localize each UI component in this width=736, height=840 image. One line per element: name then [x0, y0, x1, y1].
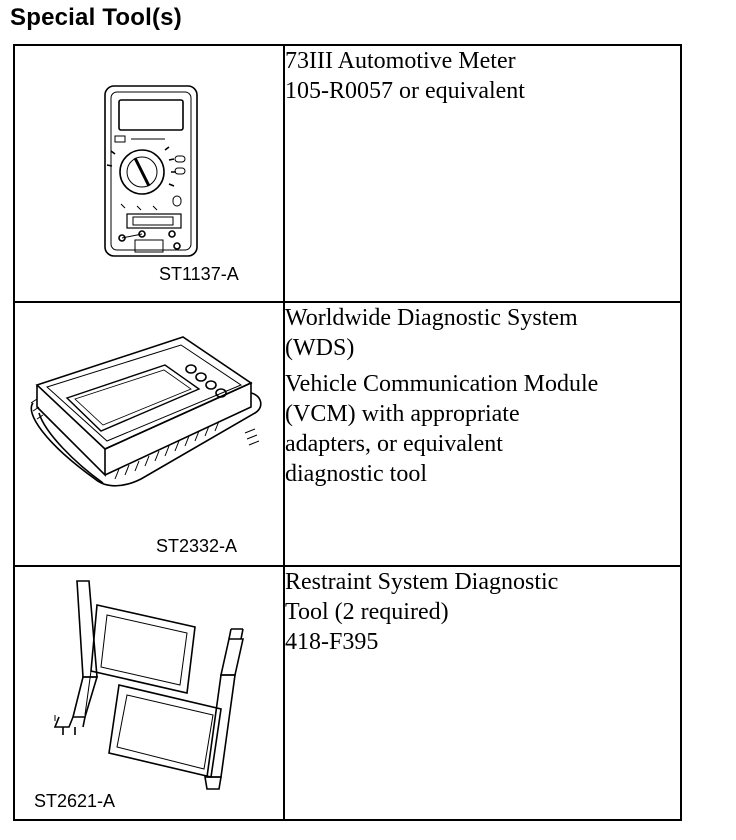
restraint-tool-icon — [53, 580, 244, 790]
tool-illustration-cell: ST1137-A — [13, 44, 285, 303]
table-row: ST2621-A Restraint System Diagnostic Too… — [13, 565, 682, 821]
table-row: ST2332-A Worldwide Diagnostic System (WD… — [13, 301, 682, 567]
tool-illustration-cell: ST2621-A — [13, 565, 285, 821]
table-row: ST1137-A 73III Automotive Meter 105-R005… — [13, 44, 682, 303]
tool-description-cell: 73III Automotive Meter 105-R0057 or equi… — [283, 44, 682, 303]
figure-label: ST1137-A — [159, 264, 239, 284]
tool-description: 73III Automotive Meter 105-R0057 or equi… — [285, 48, 525, 104]
tool-description: Worldwide Diagnostic System (WDS) — [285, 305, 578, 361]
page-title: Special Tool(s) — [10, 4, 182, 31]
figure-label: ST2332-A — [156, 536, 238, 556]
multimeter-icon — [104, 85, 198, 257]
special-tools-table: ST1137-A 73III Automotive Meter 105-R005… — [13, 44, 682, 821]
tool-illustration-cell: ST2332-A — [13, 301, 285, 567]
diagnostic-system-icon — [30, 336, 262, 487]
figure-label: ST2621-A — [34, 791, 116, 811]
tool-description-cell: Worldwide Diagnostic System (WDS) Vehicl… — [283, 301, 682, 567]
tool-description: Restraint System Diagnostic Tool (2 requ… — [285, 569, 559, 655]
tool-description: Vehicle Communication Module (VCM) with … — [285, 371, 599, 487]
tool-description-cell: Restraint System Diagnostic Tool (2 requ… — [283, 565, 682, 821]
